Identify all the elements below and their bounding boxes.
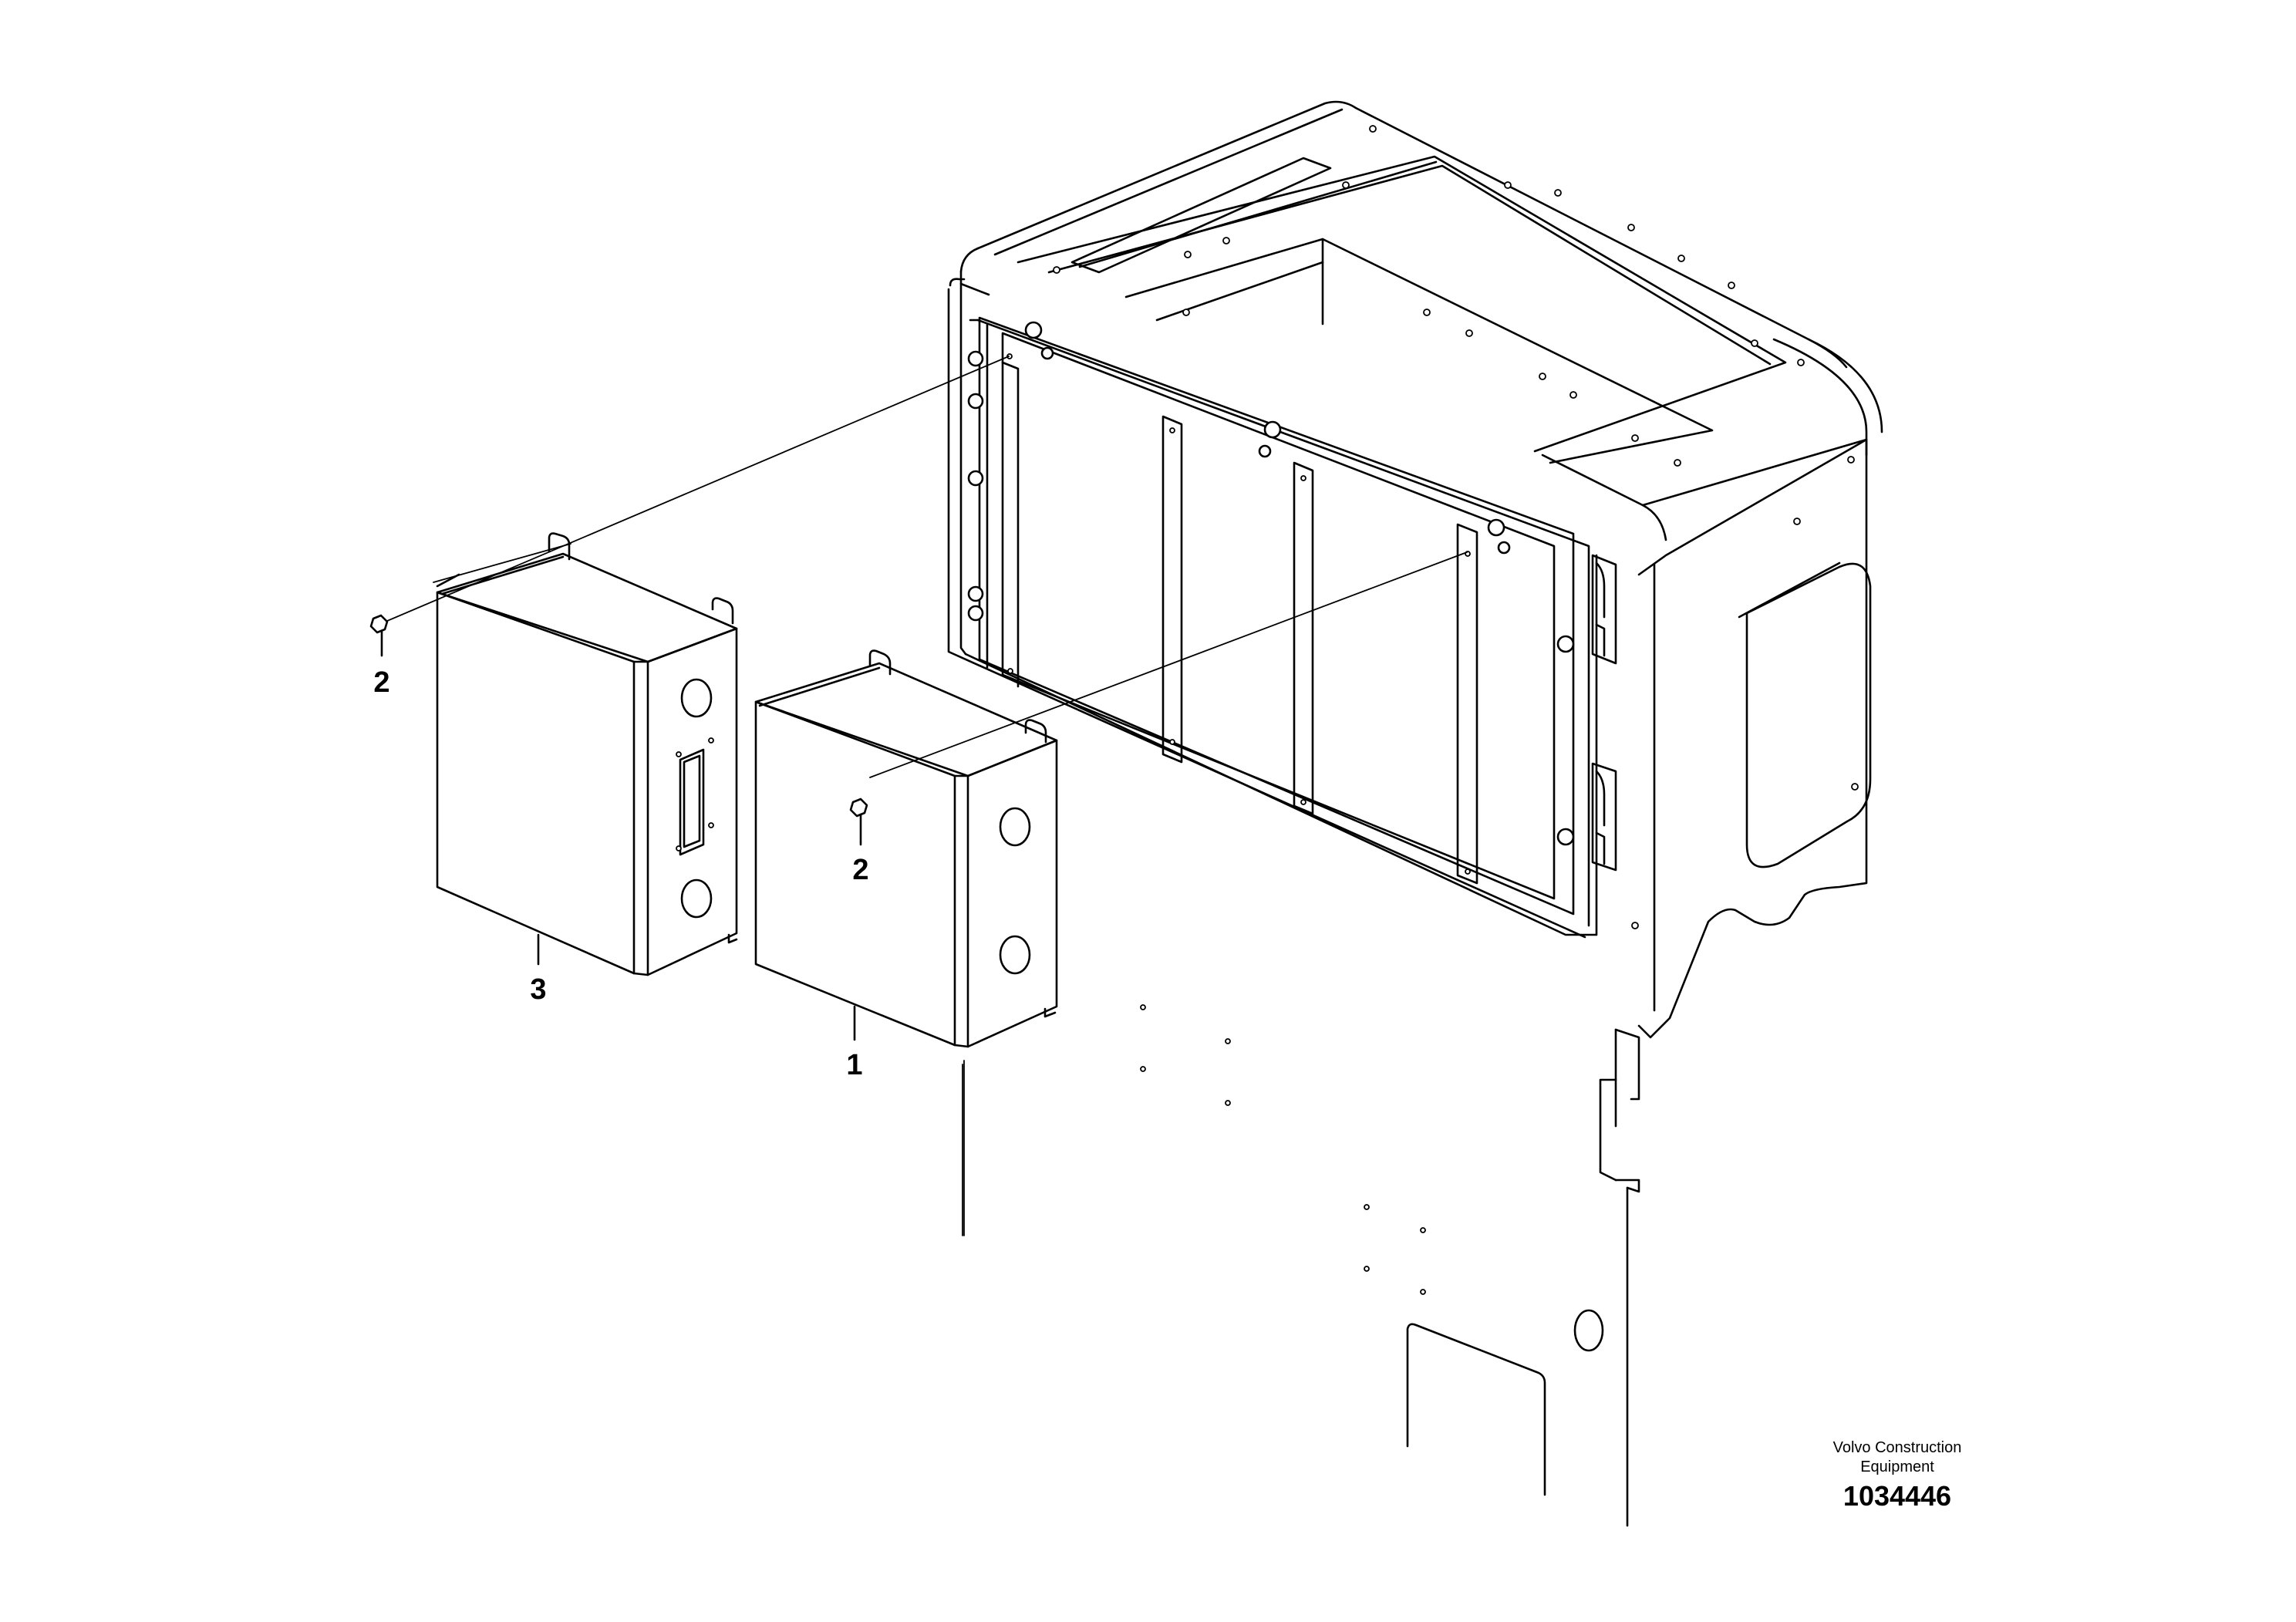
panel-bolts bbox=[967, 321, 1575, 846]
callout-2-left: 2 bbox=[373, 666, 389, 699]
callout-2-right: 2 bbox=[852, 854, 868, 886]
manufacturer-line-1: Volvo Construction bbox=[1833, 1439, 1962, 1456]
screw-part-2-right bbox=[849, 798, 868, 846]
cab-side-wall bbox=[962, 438, 1872, 1527]
electrical-box-part-1 bbox=[754, 649, 1058, 1236]
hinges bbox=[1591, 554, 1617, 872]
drawing-number: 1034446 bbox=[1843, 1480, 1951, 1512]
manufacturer-line-2: Equipment bbox=[1860, 1458, 1934, 1475]
cab-structure bbox=[959, 100, 1883, 541]
electrical-box-part-3 bbox=[436, 532, 738, 976]
cab-door-panel bbox=[947, 270, 1617, 939]
screw-part-2-left bbox=[369, 614, 389, 657]
assembly-leader-lines bbox=[381, 356, 1468, 778]
callout-1: 1 bbox=[846, 1049, 862, 1081]
callout-3: 3 bbox=[530, 973, 546, 1006]
